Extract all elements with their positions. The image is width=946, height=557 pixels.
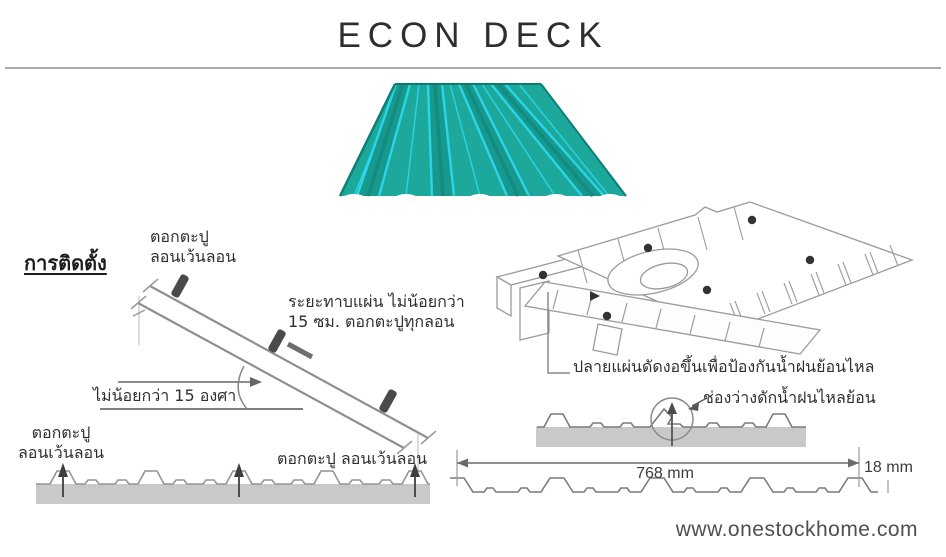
website-text: www.onestockhome.com xyxy=(675,518,918,541)
label-angle-note: ไม่น้อยกว่า 15 องศา xyxy=(93,386,237,405)
sheet-overlap-mark xyxy=(286,341,314,360)
label-nail-alternate-mid: ตอกตะปู ลอนเว้นลอน xyxy=(277,449,428,468)
section-heading-installation: การติดตั้ง xyxy=(24,251,107,275)
cross-section-left xyxy=(36,463,430,504)
roof-sheet-ribs xyxy=(355,82,605,198)
bent-tip-arrow xyxy=(590,291,600,301)
overlap-3d-diagram xyxy=(495,201,914,374)
page-title: ECON DECK xyxy=(337,16,609,55)
nail-arrows xyxy=(58,463,420,497)
label-gap-note: ช่องว่างดักน้ำฝนไหลย้อน xyxy=(703,388,876,407)
slope-diagram xyxy=(100,274,437,476)
label-nail-alternate-top: ตอกตะปู ลอนเว้นลอน xyxy=(150,227,237,267)
dim-height-label: 18 mm xyxy=(864,459,913,476)
cross-section-right xyxy=(536,397,806,447)
title-divider xyxy=(5,67,941,69)
dim-width-label: 768 mm xyxy=(636,465,694,482)
nail-markers xyxy=(171,274,397,413)
label-overlap-note: ระยะทาบแผ่น ไม่น้อยกว่า 15 ซม. ตอกตะปูทุ… xyxy=(288,292,465,332)
nail-dots xyxy=(538,215,815,321)
angle-annotation xyxy=(100,365,303,410)
label-nail-alternate-left: ตอกตะปู ลอนเว้นลอน xyxy=(17,423,105,463)
roof-sheet-image xyxy=(338,82,627,204)
bent-tip-leader xyxy=(547,292,570,374)
label-bent-tip-note: ปลายแผ่นดัดงอขึ้นเพื่อป้องกันน้ำฝนย้อนไห… xyxy=(573,357,875,376)
width-dimension xyxy=(456,447,860,487)
dimension-drawing xyxy=(450,447,889,493)
